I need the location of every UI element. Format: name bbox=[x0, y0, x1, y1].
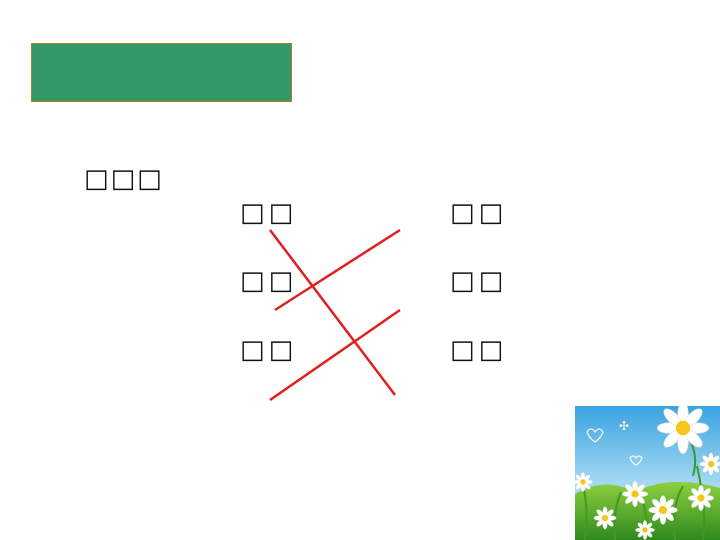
right-word-3: □□ bbox=[450, 335, 508, 365]
right-word-2: □□ bbox=[450, 266, 508, 296]
match-line-3 bbox=[269, 308, 401, 402]
match-line-1 bbox=[269, 229, 396, 396]
left-word-1: □□ bbox=[240, 198, 298, 228]
match-line-2 bbox=[274, 228, 401, 312]
prompt-text: □□□ bbox=[84, 164, 164, 194]
daisy-field-picture: ✣ bbox=[575, 406, 720, 540]
right-word-1: □□ bbox=[450, 198, 508, 228]
left-word-2: □□ bbox=[240, 266, 298, 296]
svg-text:✣: ✣ bbox=[619, 419, 629, 433]
left-word-3: □□ bbox=[240, 335, 298, 365]
title-banner bbox=[31, 43, 292, 102]
